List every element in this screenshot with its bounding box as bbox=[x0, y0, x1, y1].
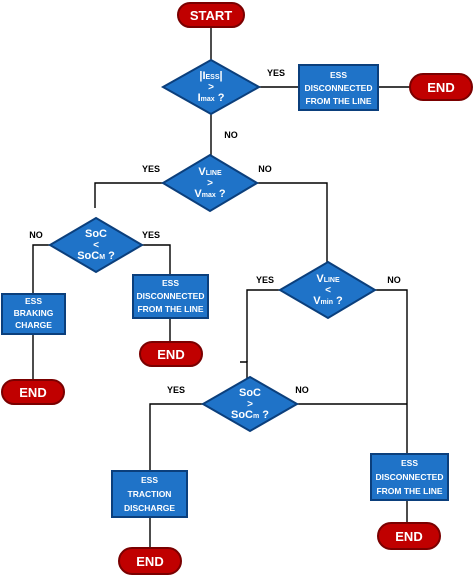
decision-vline-min: VLINE < Vmin ? bbox=[278, 260, 377, 320]
decision-soc-max: SoC < SoCM ? bbox=[48, 216, 144, 274]
process-braking-line1: ESS bbox=[25, 296, 42, 306]
end-terminal-1: END bbox=[409, 73, 473, 101]
process-traction-line3: DISCHARGE bbox=[124, 503, 175, 513]
decision-current: |IESS| > Imax ? bbox=[160, 58, 262, 116]
end-label: END bbox=[157, 347, 184, 362]
process-traction-line1: ESS bbox=[141, 475, 158, 485]
start-terminal: START bbox=[177, 2, 245, 28]
decision-vline-min-line2: < bbox=[325, 285, 331, 296]
decision-vline-max-line3: Vmax ? bbox=[194, 188, 225, 200]
end-label: END bbox=[427, 80, 454, 95]
process-disconnected-shape bbox=[370, 453, 449, 501]
process-braking-shape bbox=[1, 293, 66, 335]
label-yes: YES bbox=[142, 230, 160, 240]
process-disconnected-line1: ESS bbox=[401, 458, 418, 468]
end-terminal-4: END bbox=[377, 522, 441, 550]
end-terminal-3: END bbox=[1, 379, 65, 405]
end-label: END bbox=[395, 529, 422, 544]
decision-soc-min-line2: > bbox=[247, 399, 253, 410]
label-no: NO bbox=[295, 385, 309, 395]
process-disconnected-line2: DISCONNECTED bbox=[375, 472, 443, 482]
decision-soc-max-line2: < bbox=[93, 240, 99, 251]
end-terminal-shape bbox=[1, 379, 65, 405]
end-terminal-shape bbox=[118, 547, 182, 575]
decision-vline-min-line1: VLINE bbox=[316, 273, 340, 285]
process-traction-discharge: ESS TRACTION DISCHARGE bbox=[111, 470, 188, 518]
label-yes: YES bbox=[167, 385, 185, 395]
connector-d4-yes bbox=[246, 289, 280, 362]
process-disconnected-line2: DISCONNECTED bbox=[136, 291, 204, 301]
decision-current-line1: |IESS| bbox=[199, 70, 222, 82]
label-no: NO bbox=[224, 130, 238, 140]
process-disconnected-line1: ESS bbox=[162, 278, 179, 288]
process-disconnected-line3: FROM THE LINE bbox=[137, 304, 203, 314]
start-label: START bbox=[190, 8, 232, 23]
end-terminal-2: END bbox=[139, 341, 203, 367]
process-disconnected-line3: FROM THE LINE bbox=[376, 486, 442, 496]
process-traction-shape bbox=[111, 470, 188, 518]
decision-soc-max-shape bbox=[48, 216, 144, 274]
label-yes: YES bbox=[256, 275, 274, 285]
end-terminal-shape bbox=[409, 73, 473, 101]
process-disconnected-line3: FROM THE LINE bbox=[305, 96, 371, 106]
connector-d4-yes-down bbox=[240, 361, 248, 380]
decision-current-shape bbox=[160, 58, 262, 116]
decision-current-line2: > bbox=[208, 82, 214, 93]
start-terminal-shape bbox=[177, 2, 245, 28]
connector-d3-yes bbox=[142, 244, 171, 275]
decision-soc-min-line3: SoCm ? bbox=[231, 409, 269, 421]
process-disconnected-line1: ESS bbox=[330, 70, 347, 80]
connectors bbox=[32, 26, 410, 548]
decision-vline-max: VLINE > Vmax ? bbox=[161, 153, 259, 213]
label-yes: YES bbox=[267, 68, 285, 78]
decision-soc-min-shape bbox=[200, 375, 300, 433]
decision-soc-max-line3: SoCM ? bbox=[77, 250, 115, 262]
process-disconnected-shape bbox=[298, 64, 379, 111]
label-yes: YES bbox=[142, 164, 160, 174]
label-no: NO bbox=[387, 275, 401, 285]
decision-vline-max-line2: > bbox=[207, 178, 213, 189]
connector-d2-no bbox=[257, 182, 328, 262]
end-label: END bbox=[19, 385, 46, 400]
connector-d2-yes bbox=[94, 182, 163, 208]
connector-d5-yes bbox=[149, 403, 203, 471]
end-label: END bbox=[136, 554, 163, 569]
process-disconnected-2: ESS DISCONNECTED FROM THE LINE bbox=[132, 274, 209, 319]
end-terminal-shape bbox=[139, 341, 203, 367]
connector-d4-no bbox=[375, 289, 408, 454]
process-braking-line3: CHARGE bbox=[15, 320, 52, 330]
decision-vline-max-shape bbox=[161, 153, 259, 213]
decision-current-line3: Imax ? bbox=[198, 92, 225, 104]
process-disconnected-shape bbox=[132, 274, 209, 319]
end-terminal-5: END bbox=[118, 547, 182, 575]
decision-vline-max-line1: VLINE bbox=[198, 166, 222, 178]
label-no: NO bbox=[258, 164, 272, 174]
decision-soc-min-line1: SoC bbox=[239, 387, 261, 399]
decision-soc-min: SoC > SoCm ? bbox=[200, 375, 300, 433]
process-disconnected-3: ESS DISCONNECTED FROM THE LINE bbox=[370, 453, 449, 501]
decision-soc-max-line1: SoC bbox=[85, 228, 107, 240]
process-braking-line2: BRAKING bbox=[14, 308, 54, 318]
decision-vline-min-shape bbox=[278, 260, 377, 320]
process-disconnected-1: ESS DISCONNECTED FROM THE LINE bbox=[298, 64, 379, 111]
process-disconnected-line2: DISCONNECTED bbox=[304, 83, 372, 93]
branch-labels: YES NO YES NO NO YES YES NO YES NO bbox=[29, 68, 401, 395]
connector-d3-no bbox=[32, 244, 50, 294]
decision-vline-min-line3: Vmin ? bbox=[313, 295, 343, 307]
process-braking-charge: ESS BRAKING CHARGE bbox=[1, 293, 66, 335]
end-terminal-shape bbox=[377, 522, 441, 550]
process-traction-line2: TRACTION bbox=[128, 489, 172, 499]
label-no: NO bbox=[29, 230, 43, 240]
